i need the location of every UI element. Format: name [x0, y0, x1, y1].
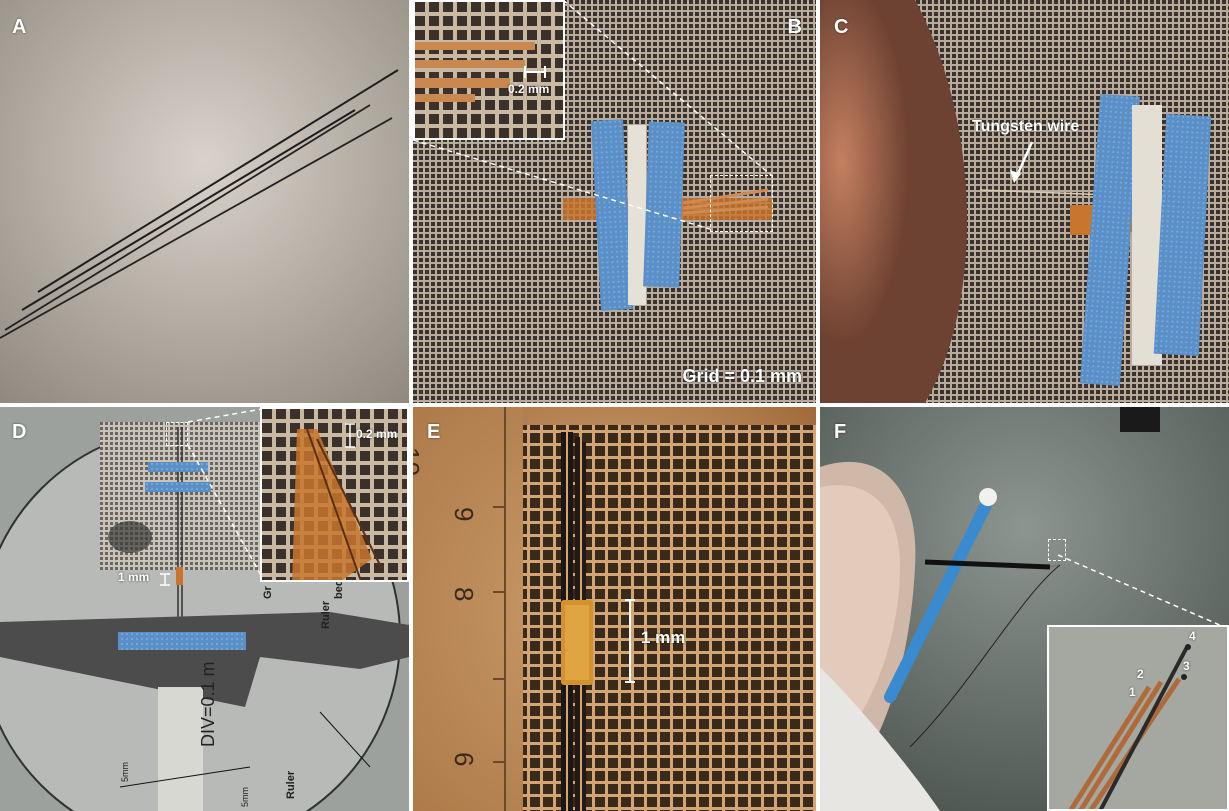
panel-d-label: D — [12, 421, 27, 443]
panel-e: 10 9 8 6 E 1 mm — [413, 407, 816, 811]
panel-d-inset-image — [262, 409, 407, 580]
panel-f-zoom-box — [1048, 539, 1066, 561]
panel-e-ruler-10: 10 — [413, 447, 425, 476]
panel-d-ruler-text-6: Gr — [262, 586, 274, 599]
panel-e-scale-label: 1 mm — [641, 628, 686, 647]
panel-c-image — [820, 0, 1229, 403]
panel-f-inset-image — [1049, 627, 1227, 809]
panel-f-lead-2: 2 — [1137, 667, 1144, 681]
panel-f-label: F — [834, 421, 847, 443]
panel-b-inset: 0.2 mm — [413, 0, 565, 140]
panel-d-ruler-text-1: DIV=0.1 m — [198, 661, 218, 747]
panel-d-ruler-text-2: 5mm — [120, 762, 130, 782]
panel-d-inset: 0.2 mm — [260, 407, 409, 582]
panel-f-lead-3: 3 — [1183, 659, 1190, 673]
panel-e-image — [413, 407, 816, 811]
panel-c-wire-label: Tungsten wire — [972, 118, 1080, 135]
panel-d-inset-scale: 0.2 mm — [356, 427, 398, 441]
panel-e-ruler-9: 9 — [449, 507, 479, 522]
panel-f-lead-4: 4 — [1189, 629, 1196, 643]
panel-b-inset-scale: 0.2 mm — [508, 82, 550, 96]
panel-d-ruler-text-4: Ruler — [320, 600, 332, 629]
panel-a-label: A — [12, 16, 27, 38]
panel-f-lead-1: 1 — [1129, 685, 1136, 699]
panel-c-label: C — [834, 16, 849, 38]
panel-b: 0.2 mm B Grid = 0.1 mm — [413, 0, 816, 403]
panel-b-image — [413, 0, 816, 403]
panel-b-zoom-box — [710, 175, 773, 232]
panel-e-ruler-6: 6 — [449, 752, 479, 767]
panel-a-image — [0, 0, 409, 403]
panel-b-label: B — [787, 16, 802, 38]
panel-d-ruler-text-3: 5mm — [240, 787, 250, 807]
panel-f: 1 2 3 4 F — [820, 407, 1229, 811]
panel-c: C Tungsten wire — [820, 0, 1229, 403]
panel-b-grid-note: Grid = 0.1 mm — [682, 366, 802, 386]
panel-d: DIV=0.1 m 5mm 5mm Ruler Ruler Gr bed 0.2… — [0, 407, 409, 811]
panel-a: A — [0, 0, 409, 403]
panel-e-ruler-8: 8 — [449, 587, 479, 602]
panel-d-zoom-box — [166, 422, 188, 446]
panel-d-ruler-text-5: Ruler — [285, 770, 297, 799]
panel-b-inset-image — [415, 2, 563, 138]
panel-f-inset: 1 2 3 4 — [1047, 625, 1229, 811]
panel-d-scale-label: 1 mm — [118, 570, 150, 584]
panel-e-label: E — [427, 421, 441, 443]
panel-d-ruler-text-7: bed — [333, 579, 345, 599]
